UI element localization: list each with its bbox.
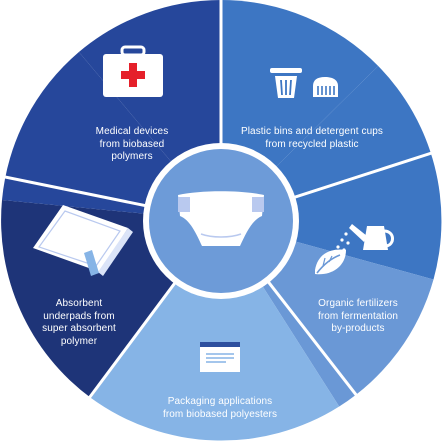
diaper-icon <box>178 191 264 246</box>
underpad-icon <box>33 205 133 276</box>
label-packaging: Packaging applications from biobased pol… <box>162 396 278 420</box>
label-medical-devices: Medical devices from biobased polymers <box>95 126 169 162</box>
bin-and-cup-icon <box>270 68 338 98</box>
packaging-box-icon <box>200 342 240 372</box>
watering-can-icon <box>315 224 394 275</box>
segment-packaging <box>91 221 340 441</box>
first-aid-kit-icon <box>103 45 163 97</box>
label-plastic-bins: Plastic bins and detergent cups from rec… <box>240 126 384 150</box>
label-absorbent-underpads: Absorbent underpads from super absorbent… <box>42 298 116 347</box>
label-organic-fertilizers: Organic fertilizers from fermentation by… <box>317 298 399 334</box>
